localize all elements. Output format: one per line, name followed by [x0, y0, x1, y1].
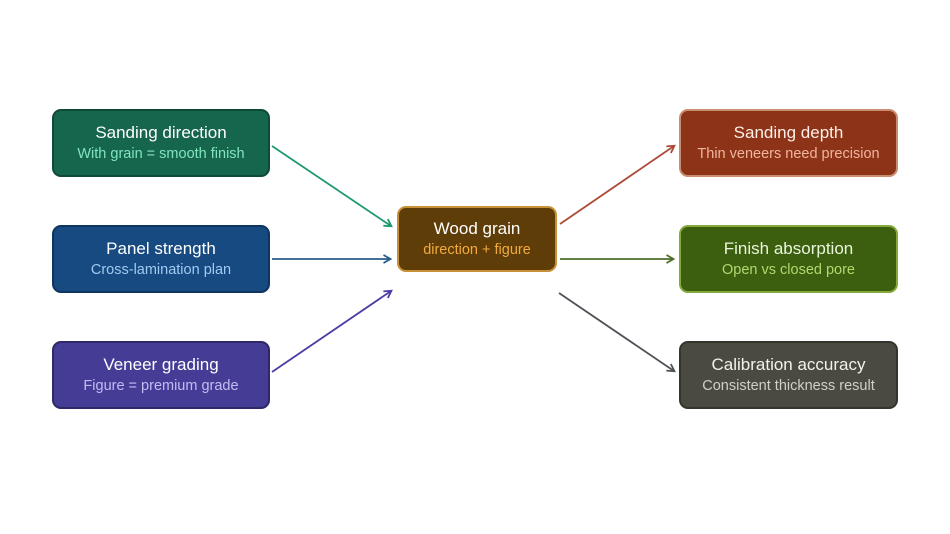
node-subtitle: direction + figure — [423, 242, 531, 258]
arrow-veneer-grading-to-wood-grain — [271, 289, 393, 373]
node-subtitle: Thin veneers need precision — [697, 146, 880, 162]
node-title: Wood grain — [433, 219, 521, 238]
arrow-sanding-direction-to-wood-grain — [271, 145, 393, 228]
node-title: Panel strength — [106, 239, 216, 258]
arrow-wood-grain-to-calibration-accuracy — [558, 292, 676, 373]
node-title: Finish absorption — [723, 239, 854, 258]
node-sanding-depth: Sanding depth Thin veneers need precisio… — [679, 109, 898, 177]
node-title: Veneer grading — [103, 355, 219, 374]
node-subtitle: Consistent thickness result — [702, 378, 875, 394]
node-title: Sanding depth — [733, 123, 844, 142]
node-wood-grain: Wood grain direction + figure — [397, 206, 557, 272]
node-subtitle: Figure = premium grade — [83, 378, 239, 394]
node-subtitle: Open vs closed pore — [722, 262, 855, 278]
node-subtitle: Cross-lamination plan — [90, 262, 232, 278]
node-panel-strength: Panel strength Cross-lamination plan — [52, 225, 270, 293]
arrow-wood-grain-to-sanding-depth — [559, 144, 676, 225]
node-title: Sanding direction — [95, 123, 227, 142]
node-finish-absorption: Finish absorption Open vs closed pore — [679, 225, 898, 293]
node-subtitle: With grain = smooth finish — [77, 146, 245, 162]
node-title: Calibration accuracy — [711, 355, 866, 374]
node-calibration-accuracy: Calibration accuracy Consistent thicknes… — [679, 341, 898, 409]
node-sanding-direction: Sanding direction With grain = smooth fi… — [52, 109, 270, 177]
node-veneer-grading: Veneer grading Figure = premium grade — [52, 341, 270, 409]
